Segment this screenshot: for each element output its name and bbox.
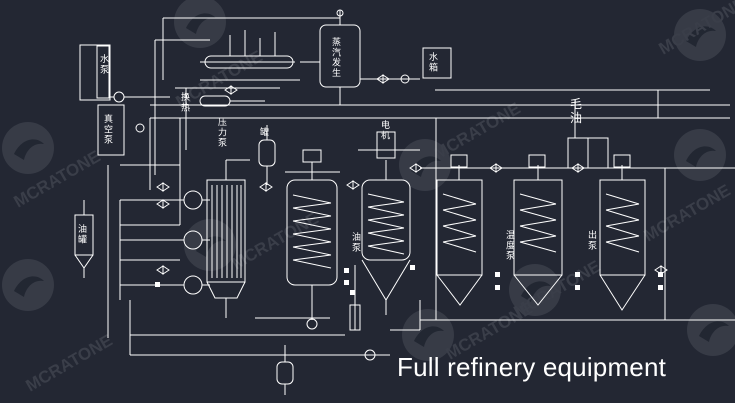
watermark-text: MCRATONE (23, 331, 116, 396)
watermark-texts: MCRATONE MCRATONE MCRATONE MCRATONE MCRA… (11, 0, 735, 395)
label-crude-oil: 毛油 (570, 97, 582, 125)
caption: Full refinery equipment (397, 352, 667, 382)
label-oil-pump-1: 油泵 (352, 231, 361, 253)
label-filter-press: 压力泵 (218, 117, 227, 149)
label-tank-a: 油罐 (78, 223, 87, 245)
label-oil-pump-2: 温度泵 (506, 230, 515, 262)
watermark-text: MCRATONE (229, 209, 322, 274)
label-vacuum-pump: 真空泵 (104, 113, 113, 146)
label-motor: 电机 (381, 119, 390, 141)
label-heat-exchanger: 换热 (181, 91, 190, 113)
label-steam-generator: 蒸汽发生 (332, 36, 341, 79)
equipment-labels: 水泵 水箱 真空泵 蒸汽发生 毛油 电机 压力泵 油泵 温度泵 出泵 换热 罐 … (78, 36, 597, 262)
schematic-lines (74, 9, 735, 395)
indicator-blocks (155, 265, 663, 295)
watermark-text: MCRATONE (431, 99, 524, 164)
label-water-tank: 水箱 (429, 51, 438, 73)
watermark-text: MCRATONE (641, 181, 734, 246)
label-water-pump: 水泵 (100, 53, 109, 75)
label-deodorizer-pump: 出泵 (588, 229, 597, 251)
label-small-vessel: 罐 (260, 126, 269, 138)
valves (156, 74, 668, 275)
